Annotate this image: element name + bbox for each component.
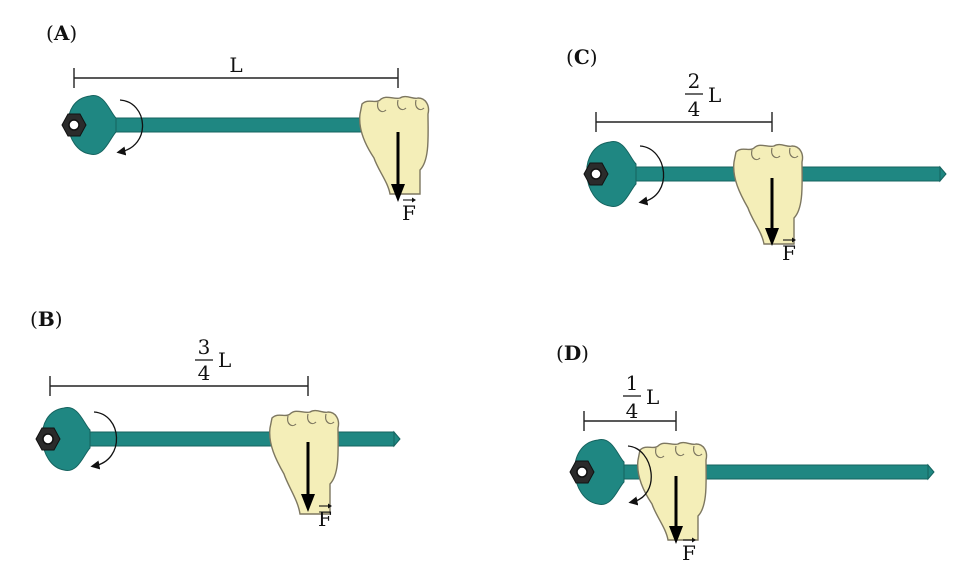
svg-text:F: F	[682, 541, 696, 565]
length-dimension: L	[73, 53, 399, 88]
panel-label-a: (A)	[46, 21, 77, 45]
hex-nut-icon	[61, 113, 87, 137]
fraction-denominator: 4	[626, 399, 639, 423]
hex-nut-icon	[569, 460, 595, 484]
hand-shape	[359, 95, 430, 195]
down-force-arrow-icon	[391, 132, 405, 202]
length-label: L	[646, 385, 659, 409]
hand-shape	[637, 441, 708, 541]
panel-a: (A) L	[46, 21, 430, 225]
wrench	[41, 407, 401, 471]
clockwise-rotation-arrow-icon	[116, 99, 144, 156]
wrench	[67, 95, 381, 155]
hand-shape	[733, 143, 804, 245]
force-label: F	[782, 237, 796, 265]
fraction-denominator: 4	[688, 97, 701, 121]
fraction-numerator: 2	[688, 69, 701, 93]
length-label: L	[708, 83, 721, 107]
svg-text:F: F	[402, 201, 416, 225]
hand-shape	[269, 409, 340, 515]
hand	[269, 409, 340, 515]
panel-b: (B) 3 4 L	[30, 307, 401, 531]
down-force-arrow-icon	[669, 476, 683, 544]
force-label: F	[682, 537, 696, 565]
hex-nut-icon	[583, 162, 609, 186]
clockwise-rotation-arrow-icon	[627, 445, 652, 506]
panel-label-c: (C)	[566, 45, 598, 69]
svg-text:F: F	[782, 241, 796, 265]
wrench	[574, 439, 935, 505]
panel-label-b: (B)	[30, 307, 63, 331]
down-force-arrow-icon	[301, 442, 315, 512]
force-label: F	[318, 503, 332, 531]
svg-text:F: F	[318, 507, 332, 531]
length-dimension: 2 4 L	[595, 69, 773, 132]
panel-d: (D) 1 4 L	[556, 341, 935, 565]
hex-nut-icon	[35, 427, 61, 451]
length-label: L	[229, 53, 242, 77]
fraction-denominator: 4	[198, 361, 211, 385]
force-label: F	[402, 197, 416, 225]
wrench-handle	[73, 431, 395, 447]
fraction-numerator: 3	[198, 335, 211, 359]
panel-label-d: (D)	[556, 341, 589, 365]
length-label: L	[218, 348, 231, 372]
fraction-numerator: 1	[626, 371, 639, 395]
down-force-arrow-icon	[765, 178, 779, 246]
clockwise-rotation-arrow-icon	[638, 145, 665, 206]
hand	[637, 441, 708, 541]
length-dimension: 1 4 L	[583, 371, 677, 431]
hand	[359, 95, 430, 195]
panel-c: (C) 2 4 L	[566, 45, 947, 265]
clockwise-rotation-arrow-icon	[90, 411, 118, 470]
hand	[733, 143, 804, 245]
length-dimension: 3 4 L	[49, 335, 309, 396]
